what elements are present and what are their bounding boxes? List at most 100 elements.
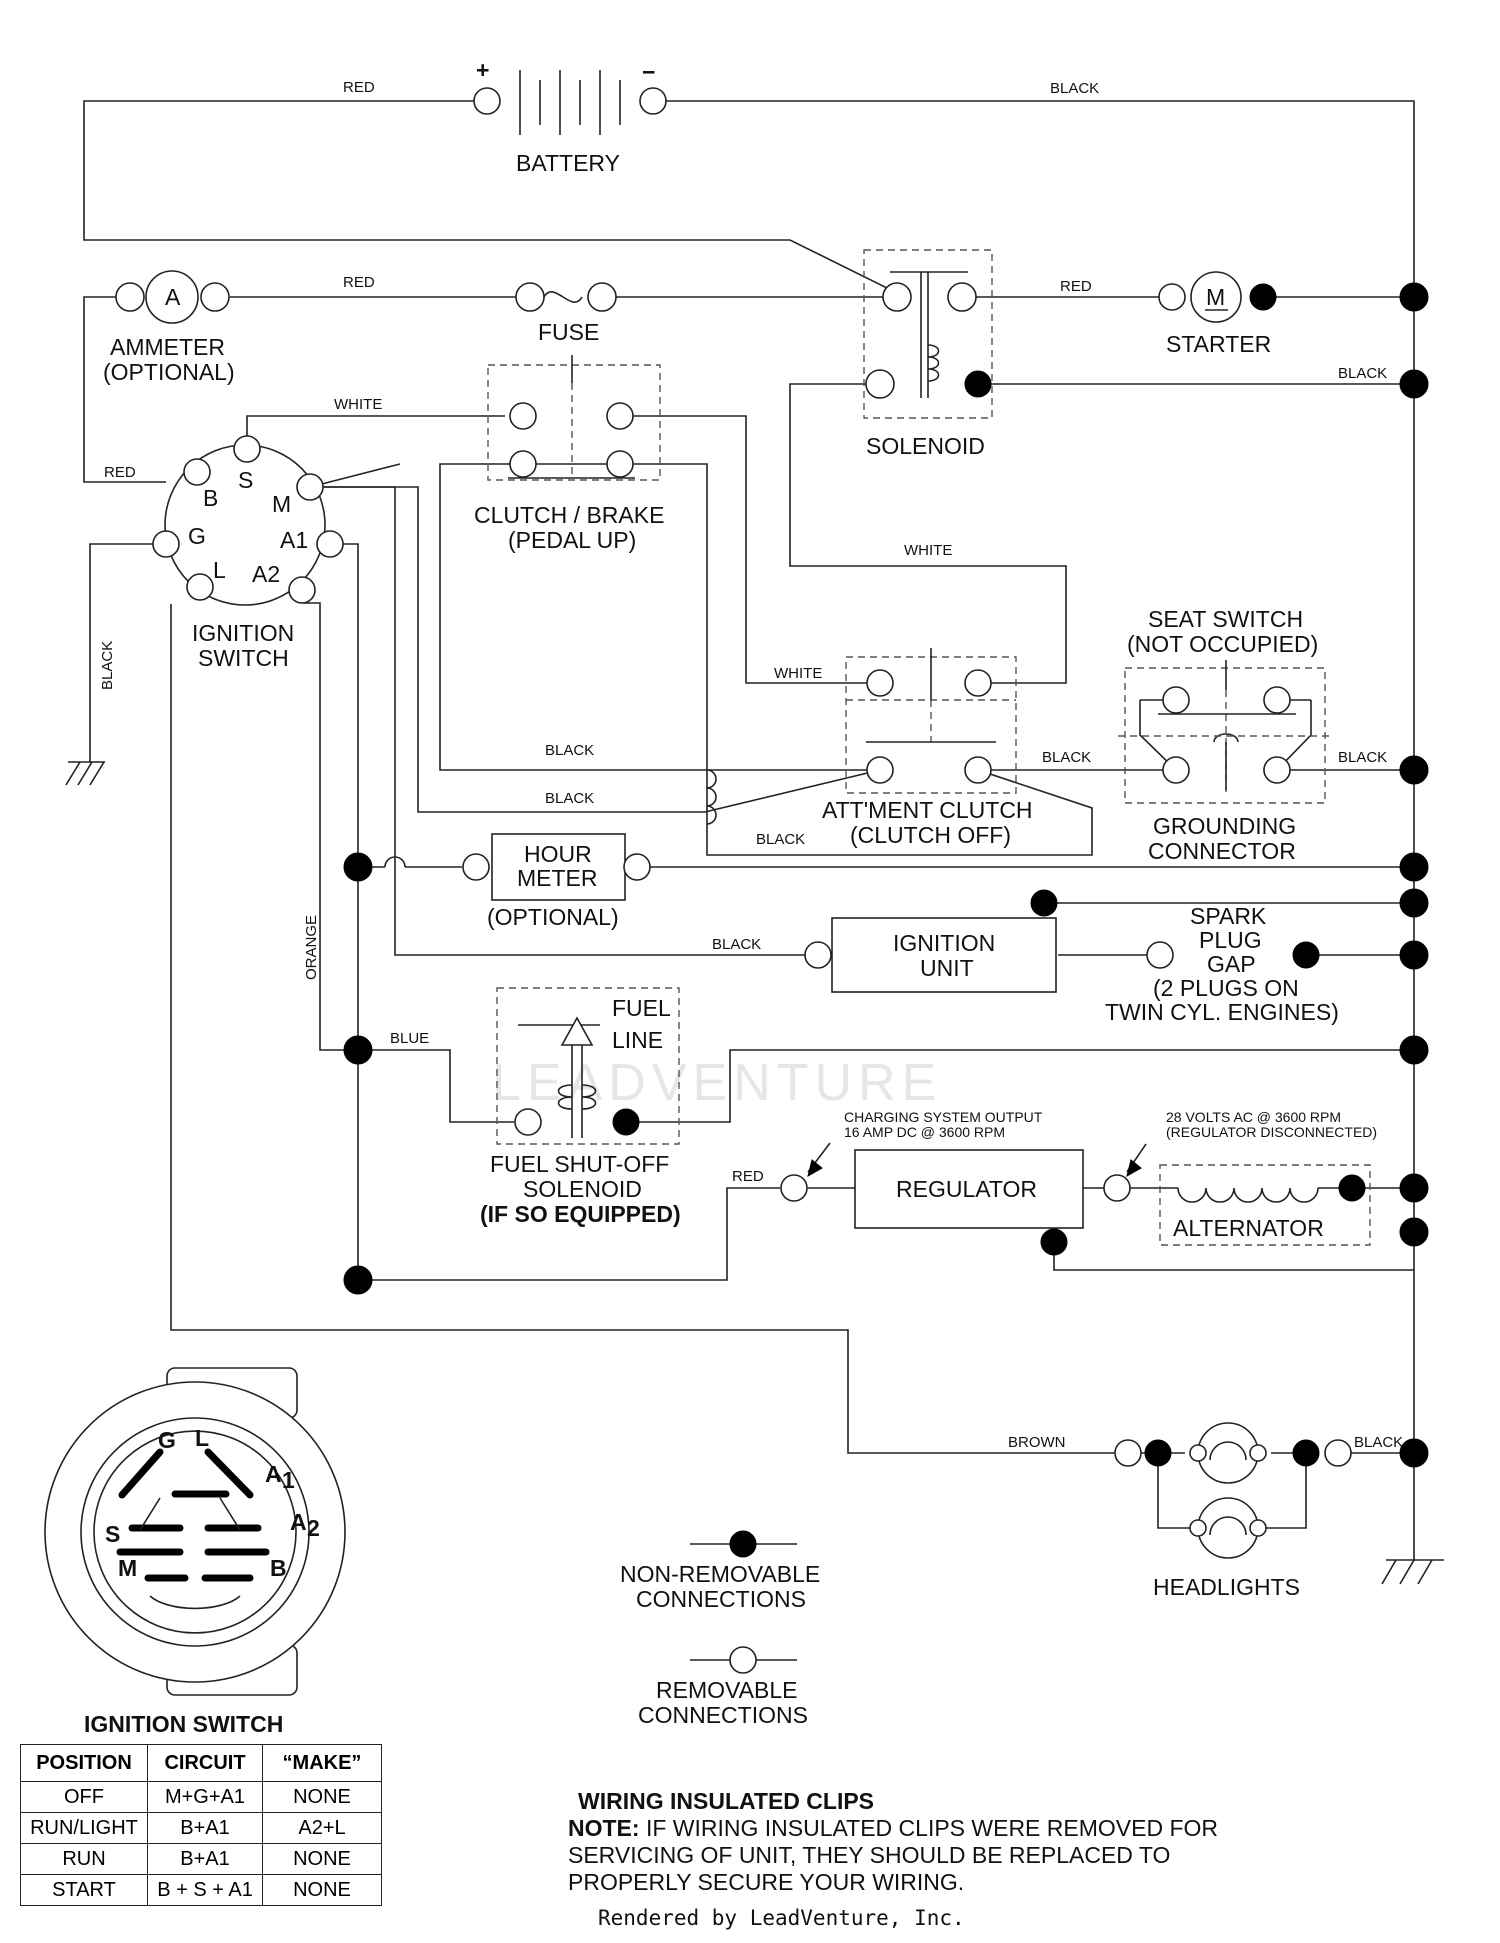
- alternator-label: ALTERNATOR: [1173, 1215, 1324, 1241]
- note-line-3: PROPERLY SECURE YOUR WIRING.: [568, 1869, 965, 1895]
- table-row: RUN/LIGHT B+A1 A2+L: [20, 1812, 382, 1844]
- wire-label-orange: ORANGE: [303, 915, 320, 980]
- ignition-unit-label-2: UNIT: [920, 955, 974, 981]
- hour-meter-label-2: METER: [517, 865, 598, 891]
- fuse: FUSE: [515, 282, 617, 345]
- battery: + − BATTERY: [473, 57, 667, 176]
- table-cell: M+G+A1: [147, 1781, 263, 1813]
- fuel-shutoff-solenoid: FUEL LINE FUEL SHUT-OFF SOLENOID (IF SO …: [480, 987, 681, 1227]
- terminal-l: [186, 573, 214, 601]
- wire-label-black-ignition: BLACK: [712, 936, 761, 953]
- headlights-label: HEADLIGHTS: [1153, 1574, 1300, 1600]
- terminal-a1: [316, 530, 344, 558]
- table-cell: START: [20, 1874, 148, 1906]
- wire-label-red-regulator: RED: [732, 1168, 764, 1185]
- spark-plug-label: PLUG: [1199, 927, 1262, 953]
- header-position: POSITION: [20, 1744, 148, 1782]
- terminal-g: [152, 530, 180, 558]
- wire-label-black-loop: BLACK: [756, 831, 805, 848]
- table-cell: RUN/LIGHT: [20, 1812, 148, 1844]
- spark-plug: SPARK PLUG GAP (2 PLUGS ON TWIN CYL. ENG…: [1105, 903, 1339, 1025]
- header-make: “MAKE”: [262, 1744, 382, 1782]
- face-label-g: G: [158, 1427, 176, 1453]
- seat-switch-not-occupied-label: (NOT OCCUPIED): [1127, 631, 1318, 657]
- battery-positive-sign: +: [476, 57, 489, 83]
- battery-label: BATTERY: [516, 150, 620, 176]
- grounding-connector-label: GROUNDING: [1153, 813, 1296, 839]
- terminal-a2-label: A2: [252, 561, 280, 587]
- spark-twin-note: TWIN CYL. ENGINES): [1105, 999, 1339, 1025]
- table-cell: A2+L: [262, 1812, 382, 1844]
- non-removable-connections: [343, 282, 1429, 1468]
- ignition-switch-label: IGNITION: [192, 620, 294, 646]
- attment-clutch-label: ATT'MENT CLUTCH: [822, 797, 1033, 823]
- headlights: HEADLIGHTS: [1114, 1422, 1352, 1600]
- table-cell: RUN: [20, 1843, 148, 1875]
- wire-label-black-g: BLACK: [99, 641, 116, 690]
- wire-label-black-ground: BLACK: [1338, 749, 1387, 766]
- solenoid-label: SOLENOID: [866, 433, 985, 459]
- ignition-unit: IGNITION UNIT: [804, 917, 1057, 993]
- fuel-solenoid-equipped-label: (IF SO EQUIPPED): [480, 1201, 681, 1227]
- wire-label-white-attment: WHITE: [774, 665, 822, 682]
- ignition-table-title: IGNITION SWITCH: [84, 1711, 283, 1737]
- table-cell: B+A1: [147, 1812, 263, 1844]
- face-label-a1: A: [265, 1461, 282, 1487]
- starter-label: STARTER: [1166, 331, 1271, 357]
- battery-negative-terminal: [639, 87, 667, 115]
- regulator-disconnected-label: (REGULATOR DISCONNECTED): [1166, 1124, 1377, 1140]
- ammeter: A AMMETER (OPTIONAL): [103, 270, 235, 385]
- header-circuit: CIRCUIT: [147, 1744, 263, 1782]
- fuel-solenoid-label-2: SOLENOID: [523, 1176, 642, 1202]
- wiring-note: WIRING INSULATED CLIPS NOTE: IF WIRING I…: [568, 1788, 1218, 1896]
- ignition-switch-table: POSITION CIRCUIT “MAKE” OFF M+G+A1 NONE …: [20, 1744, 382, 1906]
- seat-switch-label: SEAT SWITCH: [1148, 606, 1303, 632]
- note-line-1-text: IF WIRING INSULATED CLIPS WERE REMOVED F…: [639, 1815, 1219, 1841]
- battery-negative-sign: −: [642, 59, 655, 85]
- alternator: ALTERNATOR: [1159, 1164, 1371, 1246]
- clutch-brake-pedal-label: (PEDAL UP): [508, 527, 636, 553]
- wire-label-brown: BROWN: [1008, 1434, 1066, 1451]
- note-line-1: NOTE: IF WIRING INSULATED CLIPS WERE REM…: [568, 1815, 1218, 1842]
- wire-label-red-starter: RED: [1060, 278, 1092, 295]
- ammeter-optional-label: (OPTIONAL): [103, 359, 235, 385]
- removable-label-2: CONNECTIONS: [638, 1702, 808, 1728]
- wire-color-labels: RED BLACK RED RED BLACK WHITE RED WHITE …: [99, 79, 1403, 1451]
- fuse-label: FUSE: [538, 319, 599, 345]
- face-label-b: B: [270, 1555, 287, 1581]
- solenoid: SOLENOID: [863, 249, 993, 459]
- non-removable-symbol: [729, 1530, 757, 1558]
- terminal-s: [233, 435, 261, 463]
- terminal-a1-label: A1: [280, 527, 308, 553]
- face-label-m: M: [118, 1555, 137, 1581]
- face-label-l: L: [195, 1425, 209, 1451]
- wire-label-black-seat: BLACK: [1042, 749, 1091, 766]
- terminal-l-label: L: [213, 557, 226, 583]
- wire-label-black-m: BLACK: [545, 790, 594, 807]
- charging-amp-label: 16 AMP DC @ 3600 RPM: [844, 1124, 1005, 1140]
- non-removable-label-2: CONNECTIONS: [636, 1586, 806, 1612]
- wire-label-red-ammeter: RED: [343, 274, 375, 291]
- removable-symbol: [729, 1646, 757, 1674]
- charging-output-label: CHARGING SYSTEM OUTPUT: [844, 1109, 1043, 1125]
- ammeter-label: AMMETER: [110, 334, 225, 360]
- connection-legend: NON-REMOVABLE CONNECTIONS REMOVABLE CONN…: [620, 1530, 820, 1728]
- wire-label-white-s: WHITE: [334, 396, 382, 413]
- terminal-b-label: B: [203, 485, 218, 511]
- ammeter-symbol: A: [165, 284, 181, 310]
- starter-symbol: M: [1206, 284, 1225, 310]
- attachment-clutch-switch: ATT'MENT CLUTCH (CLUTCH OFF): [822, 648, 1033, 848]
- clutch-brake-label: CLUTCH / BRAKE: [474, 502, 664, 528]
- wire-label-black-battery: BLACK: [1050, 80, 1099, 97]
- table-cell: B + S + A1: [147, 1874, 263, 1906]
- spark-plugs-note: (2 PLUGS ON: [1153, 975, 1299, 1001]
- table-cell: NONE: [262, 1843, 382, 1875]
- ignition-switch-face: G L A 1 A 2 S M B: [44, 1367, 346, 1696]
- wire-label-black-solenoid: BLACK: [1338, 365, 1387, 382]
- hour-meter-optional-label: (OPTIONAL): [487, 904, 619, 930]
- ignition-switch-schematic: S B M G A1 L A2 IGNITION SWITCH: [152, 435, 344, 671]
- wire-label-black-clutch: BLACK: [545, 742, 594, 759]
- fuel-line-label-2: LINE: [612, 1027, 663, 1053]
- footer-credit: Rendered by LeadVenture, Inc.: [598, 1906, 965, 1930]
